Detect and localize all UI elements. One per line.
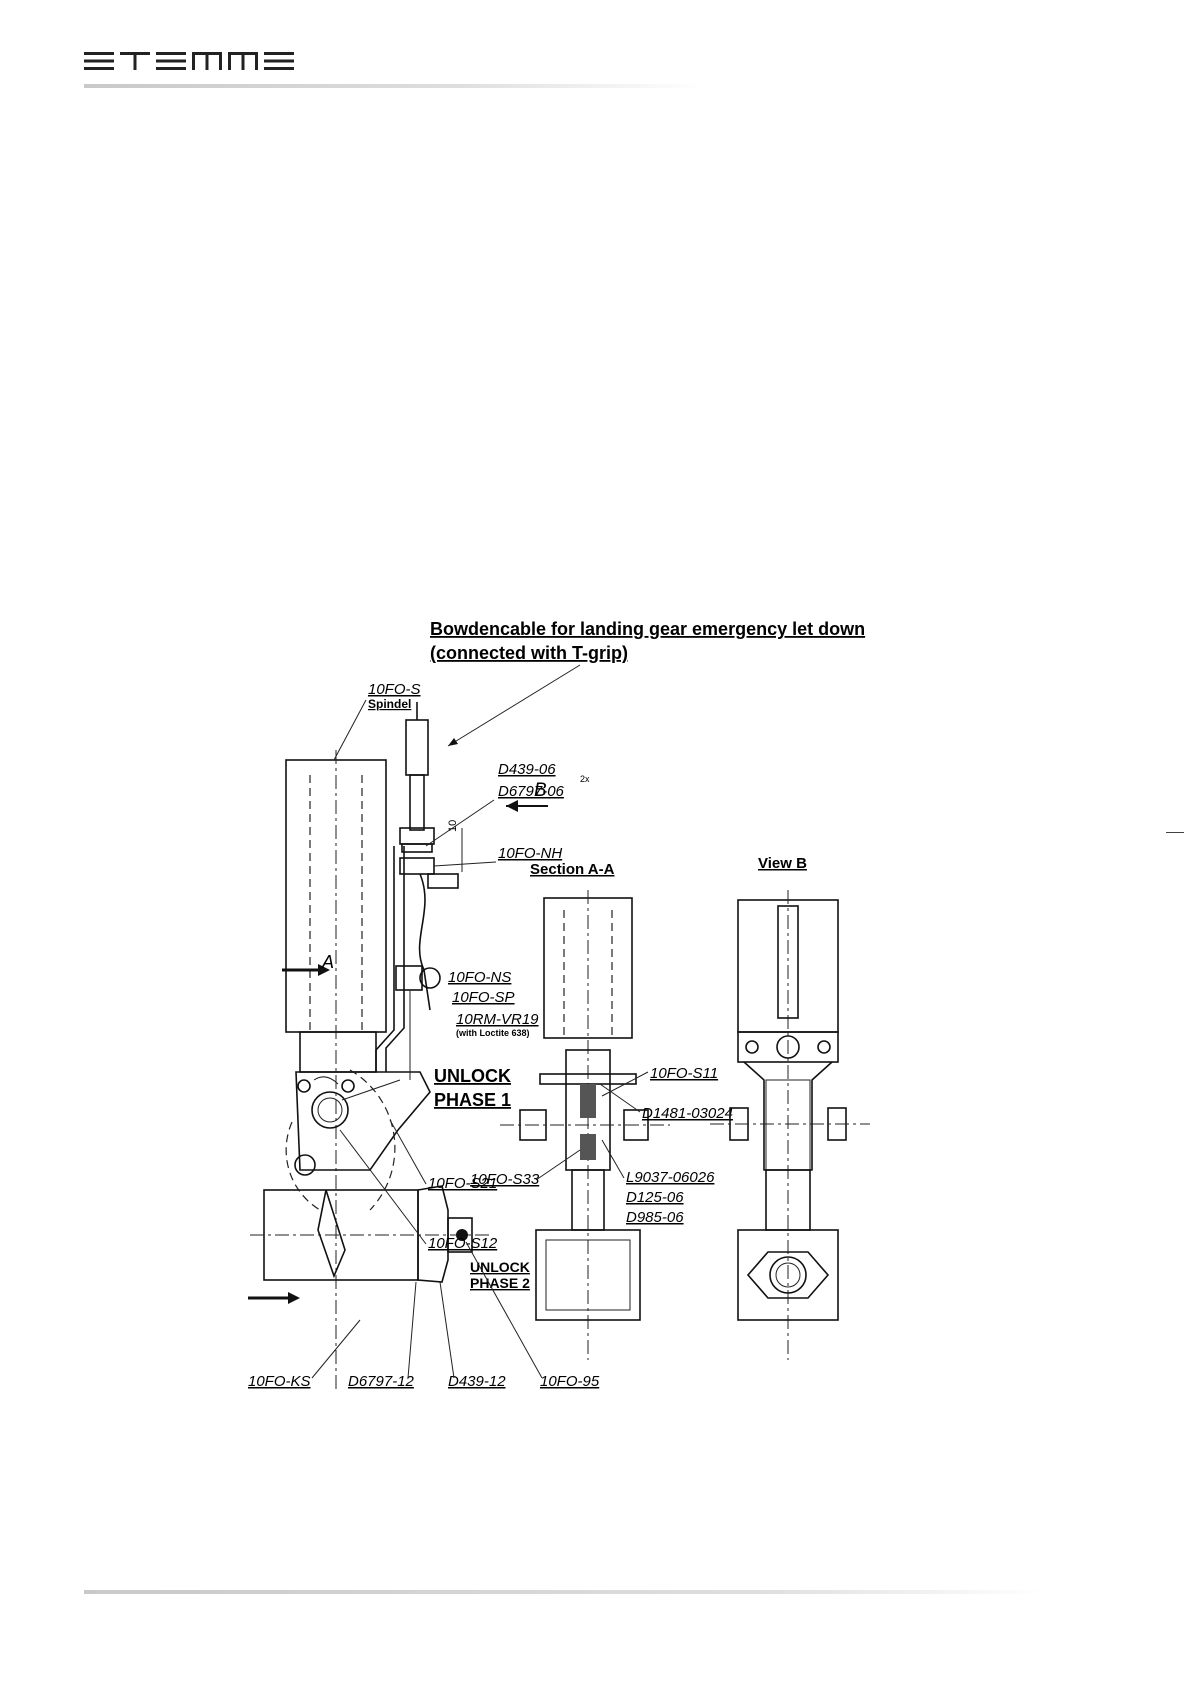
leader-s12 — [339, 1129, 427, 1245]
label-d439-12: D439-12 — [448, 1373, 506, 1390]
label-ks: 10FO-KS — [248, 1373, 311, 1390]
section-insert-lower — [580, 1134, 596, 1160]
viewb-bracket — [737, 1031, 839, 1063]
label-s33: 10FO-S33 — [470, 1171, 540, 1188]
leader-d439 — [425, 799, 495, 847]
label-d439-06: D439-06 — [498, 761, 556, 778]
leader-d1481 — [599, 1083, 641, 1113]
leader-s21 — [389, 1119, 427, 1185]
leader-nh — [433, 861, 497, 867]
lever-pin — [294, 1154, 316, 1176]
label-l9037: L9037-06026 — [626, 1169, 715, 1186]
section-nut — [623, 1109, 649, 1141]
label-spindel-code: 10FO-S — [368, 681, 421, 698]
viewb-nut-bore — [769, 1256, 807, 1294]
label-s12: 10FO-S12 — [428, 1235, 498, 1252]
spring-wire — [313, 1076, 339, 1085]
thread-end-95 — [447, 1217, 473, 1253]
label-sp: 10FO-SP — [452, 989, 515, 1006]
washer-d6797-06 — [401, 843, 433, 853]
label-d6797-06: D6797-06 — [498, 783, 565, 800]
section-aa-title: Section A-A — [530, 861, 615, 878]
section-square-tube-inner — [545, 1239, 631, 1311]
stemme-logo — [84, 52, 300, 70]
label-multiplier: 2x — [580, 774, 590, 784]
label-s21: 10FO-S21 — [428, 1175, 497, 1192]
dimension-10: 10 — [447, 820, 459, 832]
pivot-bolt — [311, 1091, 349, 1129]
viewb-hex-nut — [746, 1251, 830, 1299]
pivot-bolt-inner — [317, 1097, 343, 1123]
view-b-title: View B — [758, 855, 807, 872]
title-leader — [447, 664, 581, 747]
drawing-title-line1: Bowdencable for landing gear emergency l… — [430, 619, 865, 639]
stemme-wordmark — [84, 52, 294, 70]
label-nh: 10FO-NH — [498, 845, 562, 862]
label-vr19: 10RM-VR19 — [456, 1011, 539, 1028]
cable-bracket-inner — [385, 846, 405, 1072]
cable-bracket — [375, 846, 395, 1072]
section-a-label-upper: A — [321, 952, 334, 972]
nut-nh — [399, 857, 435, 875]
label-d6797-12: D6797-12 — [348, 1373, 415, 1390]
cable-fitting — [409, 774, 425, 831]
viewb-slot — [777, 905, 799, 1019]
viewb-nut-bore-inner — [775, 1262, 801, 1288]
leader-l9037 — [601, 1139, 625, 1179]
unlock-phase1-line1: UNLOCK — [434, 1066, 511, 1086]
rivet-2 — [341, 1079, 355, 1093]
leader-s33 — [535, 1149, 581, 1181]
margin-mark — [1166, 832, 1184, 833]
cable-run — [418, 873, 431, 1011]
clamp-block — [395, 965, 423, 991]
section-square-tube — [535, 1229, 641, 1321]
footer-divider — [84, 1590, 1044, 1594]
label-d125: D125-06 — [626, 1189, 684, 1206]
label-loctite: (with Loctite 638) — [456, 1028, 530, 1038]
drawing-title-line2: (connected with T-grip) — [430, 643, 628, 663]
label-spindel-name: Spindel — [368, 697, 411, 711]
leader-spindel — [333, 699, 367, 761]
section-a-arrowhead-upper — [318, 964, 330, 976]
label-d1481: D1481-03024 — [642, 1105, 733, 1122]
thread-end-dot — [456, 1229, 468, 1241]
lever-arm — [341, 1079, 401, 1101]
viewb-square-tube — [737, 1229, 839, 1321]
label-ns: 10FO-NS — [448, 969, 511, 986]
section-insert-upper — [580, 1084, 596, 1118]
viewb-hole-center — [776, 1035, 800, 1059]
label-s11: 10FO-S11 — [650, 1065, 718, 1082]
unlock-phase1-line2: PHASE 1 — [434, 1090, 511, 1110]
title-leader-arrow — [448, 738, 458, 746]
clamp-nut — [419, 967, 441, 989]
label-95: 10FO-95 — [540, 1373, 600, 1390]
lower-housing — [299, 1031, 377, 1073]
viewb-hole-left — [745, 1040, 759, 1054]
technical-drawing: Bowdencable for landing gear emergency l… — [230, 610, 930, 1430]
label-d985: D985-06 — [626, 1209, 684, 1226]
rivet-1 — [297, 1079, 311, 1093]
hex-nut-d439-12 — [417, 1185, 449, 1283]
viewb-hole-right — [817, 1040, 831, 1054]
hook-lever — [317, 1189, 346, 1279]
section-a-arrowhead-lower — [288, 1292, 300, 1304]
cable-sleeve — [405, 719, 429, 776]
leader-s11 — [601, 1071, 649, 1097]
view-b-arrowhead — [506, 800, 518, 812]
swing-arc-2 — [349, 1069, 396, 1211]
adjust-screw — [427, 873, 459, 889]
unlock-phase2-line2: PHASE 2 — [470, 1275, 530, 1291]
leader-95 — [465, 1241, 543, 1379]
unlock-phase2-line1: UNLOCK — [470, 1259, 530, 1275]
leader-d6797-12 — [407, 1281, 417, 1379]
leader-d439-12 — [439, 1281, 455, 1379]
bracket-plate — [295, 1071, 431, 1171]
leader-ks — [311, 1319, 361, 1379]
header-divider — [84, 84, 704, 88]
landing-gear-drawing: Bowdencable for landing gear emergency l… — [248, 619, 870, 1390]
view-b-direction: B — [534, 780, 547, 801]
